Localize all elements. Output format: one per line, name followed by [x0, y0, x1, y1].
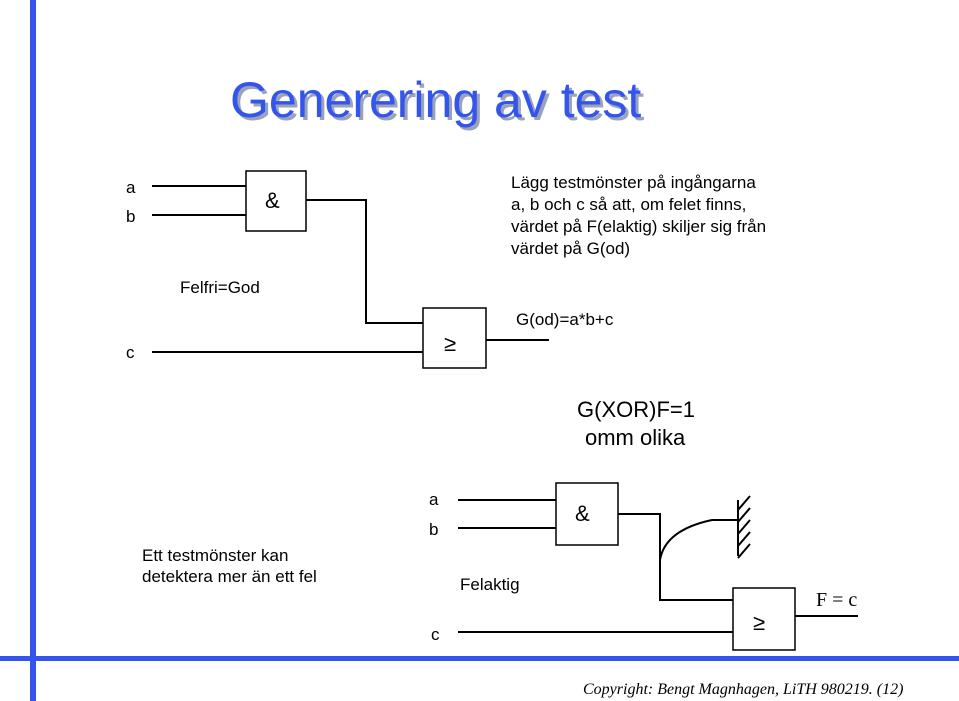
bottom-input-b-label: b: [429, 520, 438, 539]
faulty-output-expression: F = c: [816, 589, 857, 611]
bottom-circuit: Ett testmönster kan detektera mer än ett…: [142, 482, 858, 651]
bottom-frame-bar: [0, 656, 959, 661]
copyright-footer: Copyright: Bengt Magnhagen, LiTH 980219.…: [583, 681, 903, 698]
bottom-note-line-1: Ett testmönster kan: [142, 546, 288, 565]
good-output-expression: G(od)=a*b+c: [516, 310, 614, 329]
faulty-label: Felaktig: [460, 575, 520, 594]
xor-note-line-2: omm olika: [585, 425, 686, 450]
slide-title: Generering av test: [230, 72, 641, 128]
top-circuit: a b c & ≥ Felfri=God G(od)=a*b+c Lägg te…: [126, 170, 766, 369]
top-and-gate: [245, 170, 307, 232]
description-line-2: a, b och c så att, om felet finns,: [511, 195, 746, 214]
stuck-at-branch-wire: [659, 519, 738, 561]
bottom-and-gate-symbol: &: [575, 501, 590, 526]
top-input-a-label: a: [126, 178, 136, 197]
bottom-input-c-label: c: [431, 625, 440, 644]
xor-note-line-1: G(XOR)F=1: [577, 397, 695, 422]
bottom-input-a-label: a: [429, 490, 439, 509]
top-or-gate-symbol: ≥: [444, 331, 456, 356]
ground-symbol-icon: [737, 495, 751, 559]
top-input-c-label: c: [126, 343, 135, 362]
bottom-or-gate: [732, 587, 796, 651]
bottom-note-line-2: detektera mer än ett fel: [142, 567, 317, 586]
fault-free-label: Felfri=God: [180, 278, 260, 297]
description-line-1: Lägg testmönster på ingångarna: [511, 173, 756, 192]
bottom-and-gate: [555, 482, 619, 546]
description-line-3: värdet på F(elaktig) skiljer sig från: [511, 217, 766, 236]
top-wire-and-to-or: [306, 199, 423, 324]
description-line-4: värdet på G(od): [511, 239, 630, 258]
top-or-gate: [422, 307, 487, 369]
bottom-wire-and-to-or: [618, 513, 733, 601]
top-input-b-label: b: [126, 207, 135, 226]
bottom-or-gate-symbol: ≥: [753, 610, 765, 635]
slide-title-shadow: Generering av test: [233, 75, 644, 131]
left-frame-bar: [30, 0, 36, 701]
top-and-gate-symbol: &: [265, 188, 280, 213]
